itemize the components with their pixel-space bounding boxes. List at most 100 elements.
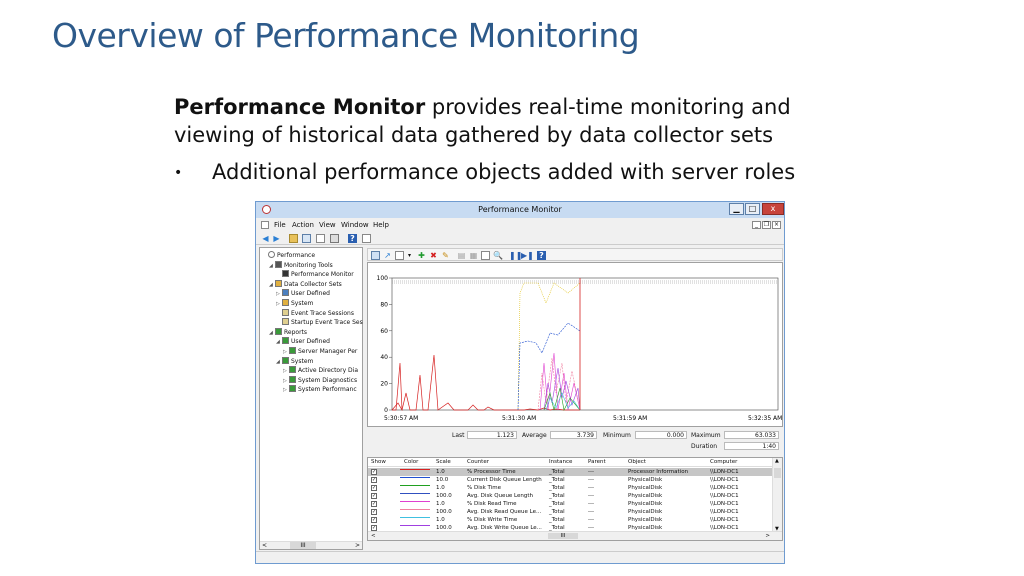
minimize-button[interactable]: ▁: [729, 203, 744, 215]
legend-cell-object: PhysicalDisk: [628, 485, 663, 491]
update-data-icon[interactable]: ▶❚: [521, 251, 534, 260]
expand-icon[interactable]: ▷: [276, 301, 280, 307]
graph-help-icon[interactable]: ?: [537, 251, 546, 260]
properties-icon[interactable]: [316, 234, 325, 243]
maximize-button[interactable]: □: [745, 203, 760, 215]
legend-column-header[interactable]: Scale: [436, 459, 451, 465]
tree-scroll-thumb[interactable]: III: [290, 542, 316, 549]
show-checkbox[interactable]: ✓: [371, 517, 377, 523]
paste-counter-list-icon[interactable]: ▦: [469, 251, 478, 260]
legend-hscroll-thumb[interactable]: III: [548, 533, 578, 539]
show-checkbox[interactable]: ✓: [371, 485, 377, 491]
show-checkbox[interactable]: ✓: [371, 501, 377, 507]
legend-row[interactable]: ✓1.0% Disk Read Time_Total---PhysicalDis…: [368, 500, 772, 508]
tree-item[interactable]: ▷System Performanc: [283, 385, 357, 394]
close-button[interactable]: x: [762, 203, 784, 215]
show-checkbox[interactable]: ✓: [371, 509, 377, 515]
legend-column-header[interactable]: Computer: [710, 459, 738, 465]
legend-column-header[interactable]: Parent: [588, 459, 606, 465]
window-titlebar[interactable]: Performance Monitor ▁ □ x: [256, 202, 784, 218]
tree-item[interactable]: ▷Server Manager Per: [283, 347, 357, 356]
legend-cell-computer: \\LON-DC1: [710, 501, 739, 507]
legend-column-header[interactable]: Object: [628, 459, 646, 465]
forward-icon[interactable]: ▶: [273, 234, 280, 243]
tree-item[interactable]: Performance Monitor: [276, 270, 354, 279]
tree-horizontal-scrollbar[interactable]: < III >: [260, 541, 362, 549]
legend-row[interactable]: ✓1.0% Processor Time_Total---Processor I…: [368, 468, 772, 476]
back-icon[interactable]: ◀: [262, 234, 269, 243]
tree-item[interactable]: ▷User Defined: [276, 289, 330, 298]
expand-icon[interactable]: ◢: [276, 339, 280, 346]
expand-icon[interactable]: ▷: [283, 377, 287, 384]
expand-icon[interactable]: ▷: [283, 349, 287, 355]
legend-vertical-scrollbar[interactable]: ▲ ▼: [772, 458, 782, 532]
help-icon[interactable]: ?: [348, 234, 357, 243]
show-checkbox[interactable]: ✓: [371, 525, 377, 531]
legend-column-header[interactable]: Color: [404, 459, 419, 465]
tree-item[interactable]: Event Trace Sessions: [276, 308, 354, 318]
tree-item[interactable]: ◢Reports: [269, 327, 307, 337]
delete-counter-icon[interactable]: ✖: [430, 251, 437, 260]
menu-action[interactable]: Action: [292, 221, 314, 229]
expand-icon[interactable]: ▷: [276, 291, 280, 298]
menu-file[interactable]: File: [274, 221, 286, 229]
new-window-icon[interactable]: [362, 234, 371, 243]
freeze-display-icon[interactable]: ❚❚: [509, 251, 523, 260]
legend-column-header[interactable]: Instance: [549, 459, 573, 465]
legend-row[interactable]: ✓1.0% Disk Time_Total---PhysicalDisk\\LO…: [368, 484, 772, 492]
graph-properties-icon[interactable]: [481, 251, 490, 260]
legend-row[interactable]: ✓1.0% Disk Write Time_Total---PhysicalDi…: [368, 516, 772, 524]
legend-horizontal-scrollbar[interactable]: < III >: [368, 531, 782, 540]
highlight-icon[interactable]: ✎: [442, 251, 449, 260]
tree-item[interactable]: Performance: [262, 251, 315, 260]
menu-view[interactable]: View: [319, 221, 336, 229]
show-checkbox[interactable]: ✓: [371, 493, 377, 499]
tree-item[interactable]: ▷Active Directory Dia: [283, 366, 358, 375]
tree-scroll-left[interactable]: <: [262, 542, 268, 549]
up-folder-icon[interactable]: [289, 234, 298, 243]
legend-scroll-left[interactable]: <: [371, 533, 376, 539]
mdi-close-button[interactable]: ×: [772, 221, 781, 229]
copy-properties-icon[interactable]: ▤: [457, 251, 466, 260]
tree-item[interactable]: ▷System: [276, 299, 313, 308]
tree-item[interactable]: ◢User Defined: [276, 337, 330, 346]
change-graph-type-icon[interactable]: [395, 251, 404, 260]
view-current-activity-icon[interactable]: [371, 251, 380, 260]
mdi-minimize-button[interactable]: _: [752, 221, 761, 229]
mdi-restore-button[interactable]: ❐: [762, 221, 771, 229]
legend-column-header[interactable]: Counter: [467, 459, 489, 465]
zoom-icon[interactable]: 🔍: [493, 251, 503, 260]
scroll-down-icon[interactable]: ▼: [775, 526, 779, 532]
menu-window[interactable]: Window: [341, 221, 369, 229]
add-counter-icon[interactable]: ✚: [418, 251, 425, 260]
legend-scroll-right[interactable]: >: [765, 533, 770, 539]
tree-item[interactable]: ▷System Diagnostics: [283, 375, 357, 385]
expand-icon[interactable]: ▷: [283, 387, 287, 394]
tree-item[interactable]: Startup Event Trace Ses: [276, 318, 363, 327]
legend-scroll-thumb[interactable]: [774, 468, 781, 478]
expand-icon[interactable]: ◢: [269, 262, 273, 269]
show-hide-tree-icon[interactable]: [302, 234, 311, 243]
console-icon[interactable]: [330, 234, 339, 243]
show-checkbox[interactable]: ✓: [371, 469, 377, 475]
legend-cell-computer: \\LON-DC1: [710, 477, 739, 483]
tree-item[interactable]: ◢System: [276, 356, 313, 366]
expand-icon[interactable]: ◢: [269, 281, 273, 288]
scroll-up-icon[interactable]: ▲: [775, 458, 779, 464]
expand-icon[interactable]: ▷: [283, 368, 287, 375]
tree-scroll-right[interactable]: >: [354, 542, 360, 549]
legend-column-header[interactable]: Show: [371, 459, 386, 465]
tree-item[interactable]: ◢Monitoring Tools: [269, 260, 333, 270]
tree-item[interactable]: ◢Data Collector Sets: [269, 279, 342, 289]
expand-icon[interactable]: ◢: [269, 329, 273, 336]
show-checkbox[interactable]: ✓: [371, 477, 377, 483]
expand-icon[interactable]: ◢: [276, 358, 280, 365]
menu-help[interactable]: Help: [373, 221, 389, 229]
view-log-data-icon[interactable]: ↗: [384, 251, 391, 260]
graph-type-dropdown-icon[interactable]: ▾: [407, 252, 411, 259]
